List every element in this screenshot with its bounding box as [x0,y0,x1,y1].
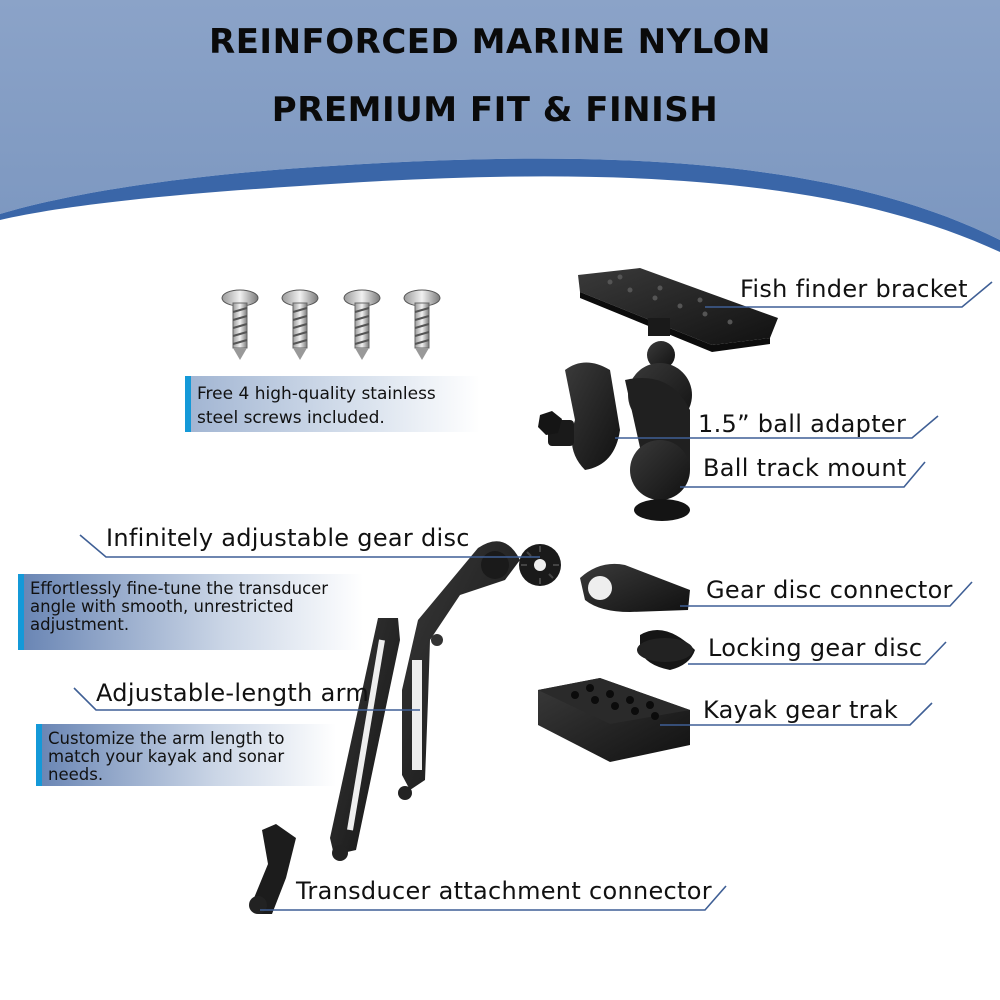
label-adjustable-arm: Adjustable-length arm [96,679,370,707]
note-arm-text: Customize the arm length to match your k… [48,729,285,784]
label-ball-adapter: 1.5” ball adapter [698,410,907,438]
screw-icon [221,289,259,360]
leader-locking-gear-disc [688,641,947,665]
screw-icon [281,289,319,360]
note-gear-disc: Effortlessly fine-tune the transducer an… [18,574,363,650]
label-gear-disc-connector: Gear disc connector [706,576,953,604]
screw-icon [403,289,441,360]
track-base-icon [538,678,690,762]
label-kayak-gear-trak: Kayak gear trak [703,696,899,724]
label-ball-track-mount: Ball track mount [703,454,907,482]
note-screws: Free 4 high-quality stainless steel scre… [185,376,480,432]
arm-icon [249,541,520,914]
header-wave-background [0,0,1000,252]
label-transducer-connector: Transducer attachment connector [296,877,712,905]
leader-transducer-connector [260,885,727,911]
label-locking-gear-disc: Locking gear disc [708,634,923,662]
leader-adjustable-arm [73,687,420,711]
leader-gear-disc-connector [680,581,973,607]
screw-icon [343,289,381,360]
leader-kayak-gear-trak [660,702,933,726]
label-fish-finder-bracket: Fish finder bracket [740,275,968,303]
leader-gear-disc [79,534,540,558]
headline-finish: PREMIUM FIT & FINISH [271,90,719,130]
note-gear-disc-text: Effortlessly fine-tune the transducer an… [30,579,329,634]
leader-ball-adapter [615,415,939,439]
leader-ball-track-mount [680,461,926,488]
headline-material: REINFORCED MARINE NYLON [209,22,771,62]
gear-disc-icon [519,544,695,670]
note-screws-text: Free 4 high-quality stainless steel scre… [197,384,436,428]
leader-fish-finder-bracket [705,281,993,308]
ball-mount-icon [538,341,692,521]
bracket-plate-icon [578,268,778,352]
note-arm: Customize the arm length to match your k… [36,724,336,786]
label-gear-disc: Infinitely adjustable gear disc [106,524,470,552]
